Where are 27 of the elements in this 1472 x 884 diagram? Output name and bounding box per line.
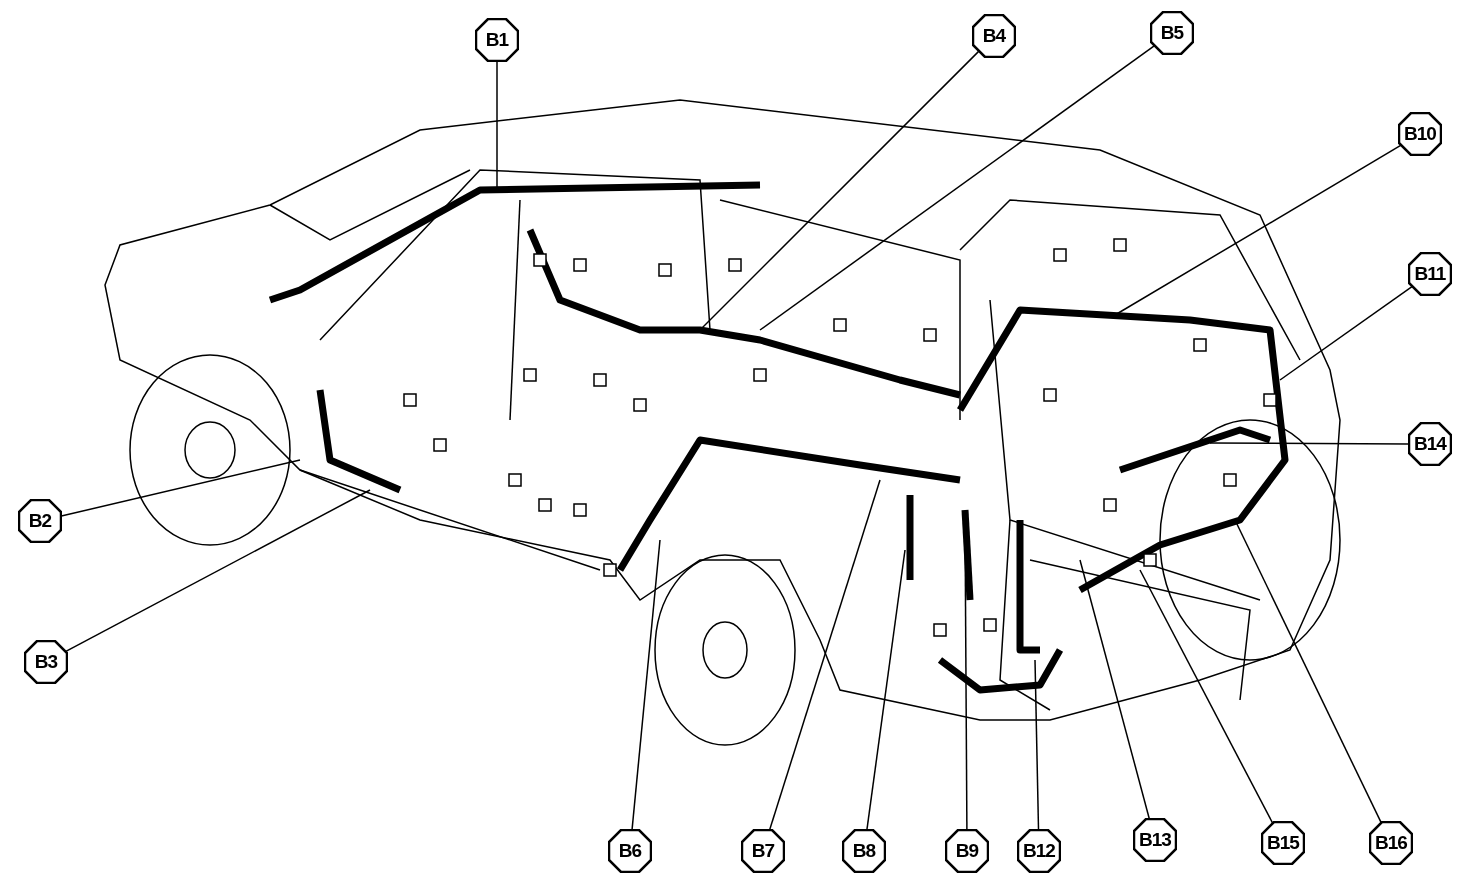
callout-number: B11: [1408, 252, 1452, 296]
leader-line: [1139, 569, 1274, 825]
leader-line: [631, 539, 661, 830]
callout-number: B15: [1261, 821, 1305, 865]
callout-number: B1: [475, 18, 519, 62]
leader-line: [1209, 442, 1409, 445]
leader-line: [866, 549, 906, 830]
leader-line: [1279, 285, 1413, 381]
callout-number: B10: [1398, 112, 1442, 156]
leader-line: [1114, 144, 1402, 316]
callout-number: B16: [1369, 821, 1413, 865]
callout-number: B5: [1150, 11, 1194, 55]
callout-number: B13: [1133, 818, 1177, 862]
leader-line: [1034, 659, 1040, 830]
callout-number: B3: [24, 640, 68, 684]
leader-line: [768, 479, 881, 831]
callout-number: B4: [972, 14, 1016, 58]
leader-line: [759, 45, 1155, 331]
callout-number: B8: [842, 829, 886, 873]
leader-line: [64, 489, 371, 653]
leader-line: [1079, 559, 1151, 820]
callout-number: B6: [608, 829, 652, 873]
callout-number: B14: [1408, 422, 1452, 466]
callout-number: B7: [741, 829, 785, 873]
callout-number: B12: [1017, 829, 1061, 873]
callout-number: B2: [18, 499, 62, 543]
callout-number: B9: [945, 829, 989, 873]
